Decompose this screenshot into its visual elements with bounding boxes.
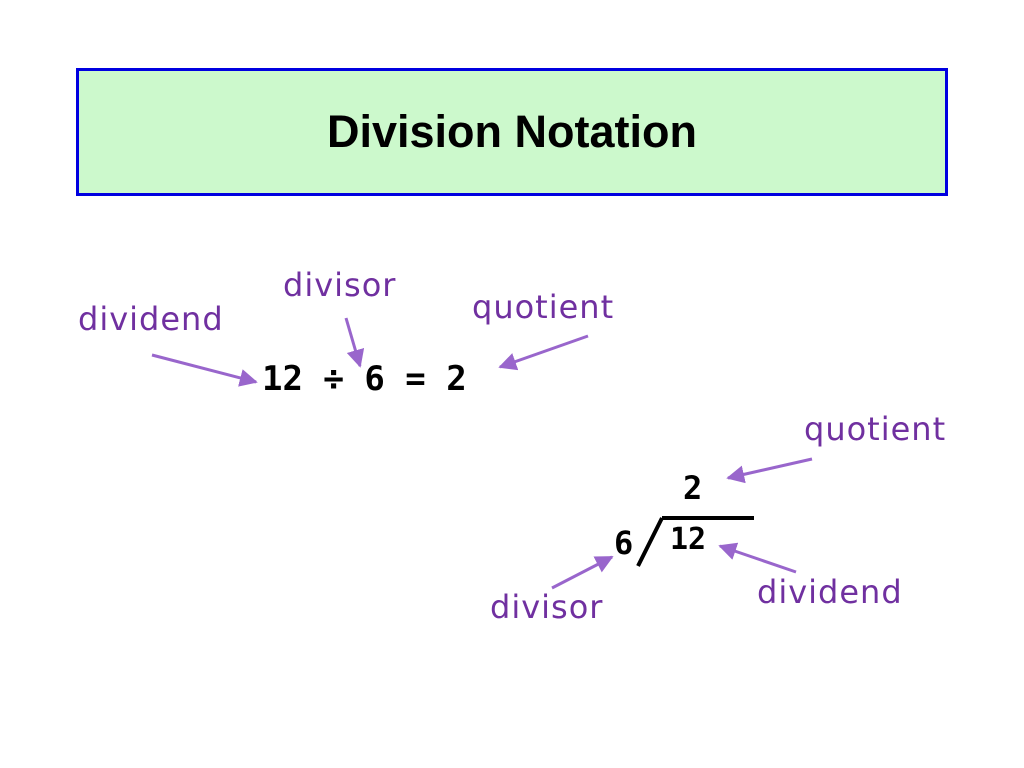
inline-equation: 12 ÷ 6 = 2 [262, 359, 467, 399]
long-dividend-label: dividend [757, 573, 903, 611]
arrow-quotient-long [726, 457, 813, 484]
long-divisor-label: divisor [490, 588, 604, 626]
arrow-dividend-inline [151, 353, 258, 387]
inline-divisor-label: divisor [283, 266, 397, 304]
arrow-divisor-inline [344, 317, 365, 368]
arrow-dividend-long [718, 542, 797, 574]
arrow-divisor-long [551, 555, 614, 590]
inline-quotient-label: quotient [472, 288, 615, 326]
long-dividend-value: 12 [670, 522, 707, 557]
arrow-quotient-inline [498, 334, 589, 371]
long-quotient-label: quotient [804, 410, 947, 448]
inline-dividend-label: dividend [78, 300, 224, 338]
page-title: Division Notation [327, 106, 697, 157]
long-quotient-value: 2 [683, 469, 703, 507]
title-box: Division Notation [76, 68, 948, 196]
division-bracket [636, 516, 754, 567]
long-divisor-value: 6 [614, 524, 634, 562]
